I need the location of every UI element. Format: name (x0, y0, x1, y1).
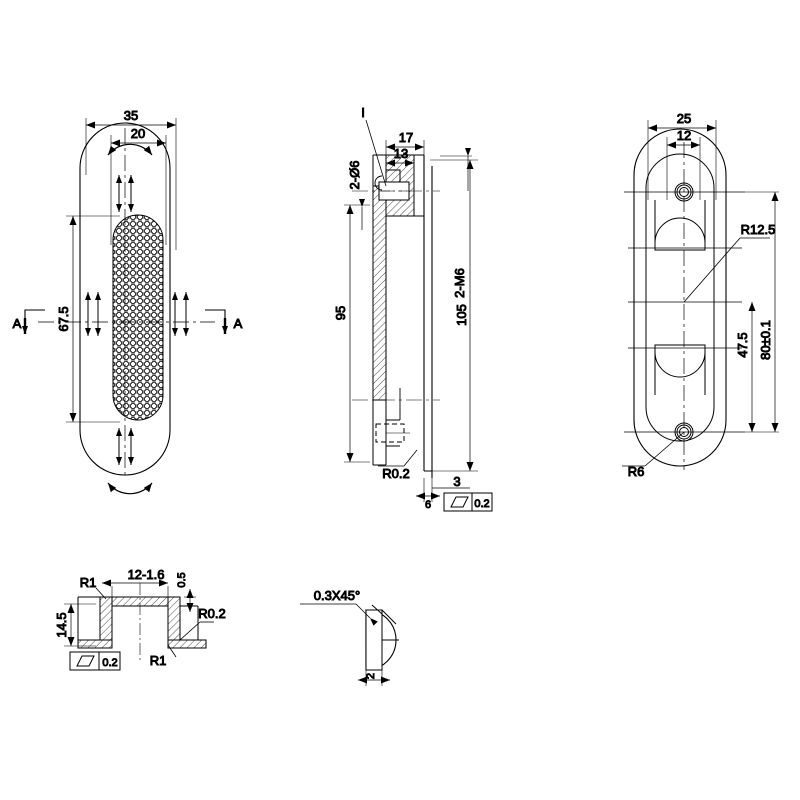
section-label-A-left: A (13, 316, 22, 331)
hole-arc (374, 175, 383, 191)
dim-label-2x6: 2-Ø6 (347, 161, 362, 190)
tolerance-frame-section: 0.2 (443, 492, 493, 512)
dim-label-105: 105 (454, 304, 469, 326)
section-label-A-right: A (234, 316, 243, 331)
dim-label-chamfer: 0.3X45° (314, 588, 360, 603)
detail-flange-left (77, 639, 113, 649)
dim-label-145: 14.5 (54, 612, 69, 637)
dim-label-r125: R12.5 (741, 222, 776, 237)
chamfer-inner-rect (365, 609, 383, 671)
dim-label-2m6: 2-M6 (452, 268, 467, 298)
tolerance-frame-detail: 0.2 (69, 651, 121, 671)
dim-label-475: 47.5 (735, 332, 750, 357)
leader-r6 (644, 431, 685, 467)
leader-chamfer (355, 603, 378, 626)
leader-r02-detail (179, 621, 201, 641)
dim-label-80: 80±0.1 (758, 320, 773, 360)
dim-label-25: 25 (677, 111, 691, 126)
knurled-pad (112, 214, 164, 421)
leader-r02 (403, 449, 418, 467)
dim-label-13: 13 (394, 146, 408, 161)
dim-label-6: 6 (425, 499, 431, 511)
leader-r125 (683, 237, 741, 303)
dim-label-r02-mid: R0.2 (382, 466, 409, 481)
dim-label-17: 17 (399, 130, 413, 145)
view-front: 35 20 67.5 A (12, 108, 243, 495)
view-rear: 25 12 R12.5 47.5 80±0.1 R6 (622, 111, 779, 480)
rotation-arrow-bottom (107, 482, 153, 495)
view-chamfer: 0.3X45° 2 (300, 588, 399, 686)
dim-label-35: 35 (124, 108, 138, 123)
dim-label-05: 0.5 (176, 572, 188, 587)
section-line-left (24, 309, 45, 330)
section-line-right (205, 309, 226, 330)
flatness-symbol-icon (450, 496, 469, 508)
detail-label-I: I (361, 105, 365, 120)
dim-label-12: 12 (677, 128, 691, 143)
view-detail-I: 12-1.6 0.5 R1 14.5 R0.2 R1 0.2 (54, 567, 226, 671)
section-wall (372, 185, 387, 401)
detail-flange-right (167, 639, 207, 649)
dim-label-675: 67.5 (56, 306, 71, 331)
dim-label-12-16: 12-1.6 (128, 567, 165, 582)
view-section: I 2-Ø6 17 13 2-M6 95 105 R0.2 (333, 105, 493, 512)
dim-label-r1-bottom: R1 (150, 653, 167, 668)
dim-label-20: 20 (131, 126, 145, 141)
dim-label-r1-top: R1 (80, 575, 97, 590)
tolerance-value-detail: 0.2 (102, 657, 117, 669)
leader-r1-bottom (167, 644, 177, 658)
dim-label-r02-detail: R0.2 (198, 606, 225, 621)
dim-label-r6: R6 (628, 464, 645, 479)
dim-label-2: 2 (365, 673, 377, 679)
flatness-symbol-icon-detail (76, 655, 95, 667)
detail-leader-I (365, 119, 387, 187)
chamfer-facet-1 (381, 609, 397, 625)
tolerance-value-section: 0.2 (474, 498, 489, 510)
leader-r1-top (95, 587, 107, 600)
dim-label-95: 95 (333, 306, 348, 320)
chamfer-facet-3 (371, 604, 383, 615)
rotation-arrow-top (107, 143, 153, 156)
dim-label-3: 3 (453, 474, 460, 489)
